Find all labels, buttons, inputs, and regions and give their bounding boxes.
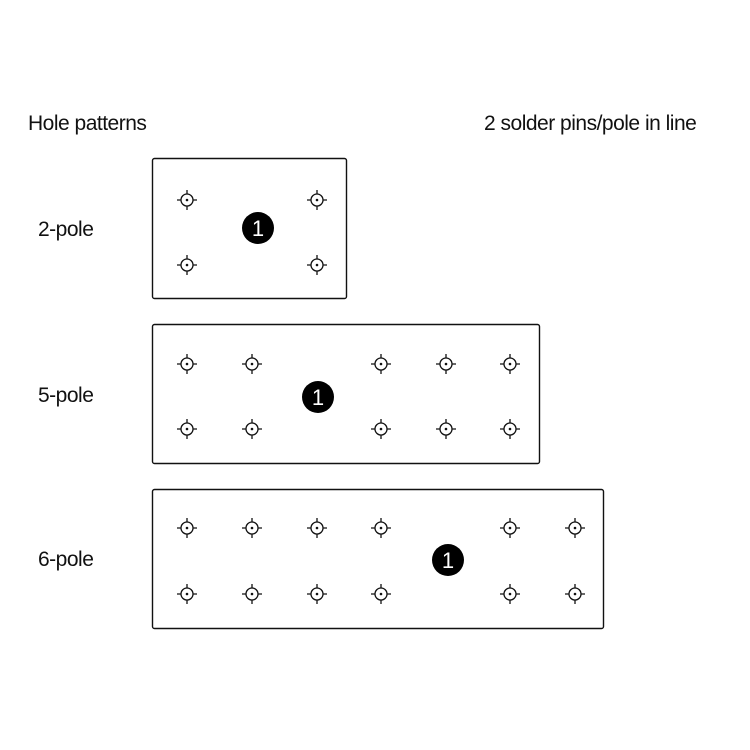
- solder-hole-icon: [242, 419, 262, 439]
- solder-hole-icon: [565, 518, 585, 538]
- solder-hole-icon: [307, 518, 327, 538]
- marker-1-badge: 1: [432, 544, 464, 576]
- solder-hole-icon: [436, 419, 456, 439]
- solder-hole-icon: [565, 584, 585, 604]
- solder-hole-icon: [177, 419, 197, 439]
- solder-hole-icon: [500, 354, 520, 374]
- pattern-outline: [151, 488, 605, 630]
- solder-hole-icon: [307, 255, 327, 275]
- solder-hole-icon: [371, 419, 391, 439]
- marker-label: 1: [442, 548, 454, 573]
- title-hole-patterns: Hole patterns: [28, 112, 147, 135]
- solder-hole-icon: [500, 584, 520, 604]
- solder-hole-icon: [307, 190, 327, 210]
- label-6-pole: 6-pole: [38, 548, 94, 571]
- solder-hole-icon: [307, 584, 327, 604]
- solder-hole-icon: [177, 518, 197, 538]
- marker-1-badge: 1: [242, 212, 274, 244]
- solder-hole-icon: [371, 518, 391, 538]
- pattern-2-pole: 1: [151, 157, 348, 300]
- solder-hole-icon: [177, 584, 197, 604]
- pattern-6-pole: 1: [151, 488, 605, 630]
- marker-label: 1: [312, 385, 324, 410]
- label-5-pole: 5-pole: [38, 384, 94, 407]
- solder-hole-icon: [371, 584, 391, 604]
- solder-hole-icon: [500, 518, 520, 538]
- solder-hole-icon: [177, 255, 197, 275]
- solder-hole-icon: [177, 190, 197, 210]
- solder-hole-icon: [242, 354, 262, 374]
- solder-hole-icon: [371, 354, 391, 374]
- label-2-pole: 2-pole: [38, 218, 94, 241]
- pattern-5-pole: 1: [151, 323, 541, 465]
- marker-label: 1: [252, 216, 264, 241]
- solder-hole-icon: [436, 354, 456, 374]
- solder-hole-icon: [242, 518, 262, 538]
- solder-hole-icon: [242, 584, 262, 604]
- title-solder-pins: 2 solder pins/pole in line: [484, 112, 697, 135]
- pattern-outline: [151, 157, 348, 300]
- marker-1-badge: 1: [302, 381, 334, 413]
- solder-hole-icon: [177, 354, 197, 374]
- solder-hole-icon: [500, 419, 520, 439]
- pattern-outline: [151, 323, 541, 465]
